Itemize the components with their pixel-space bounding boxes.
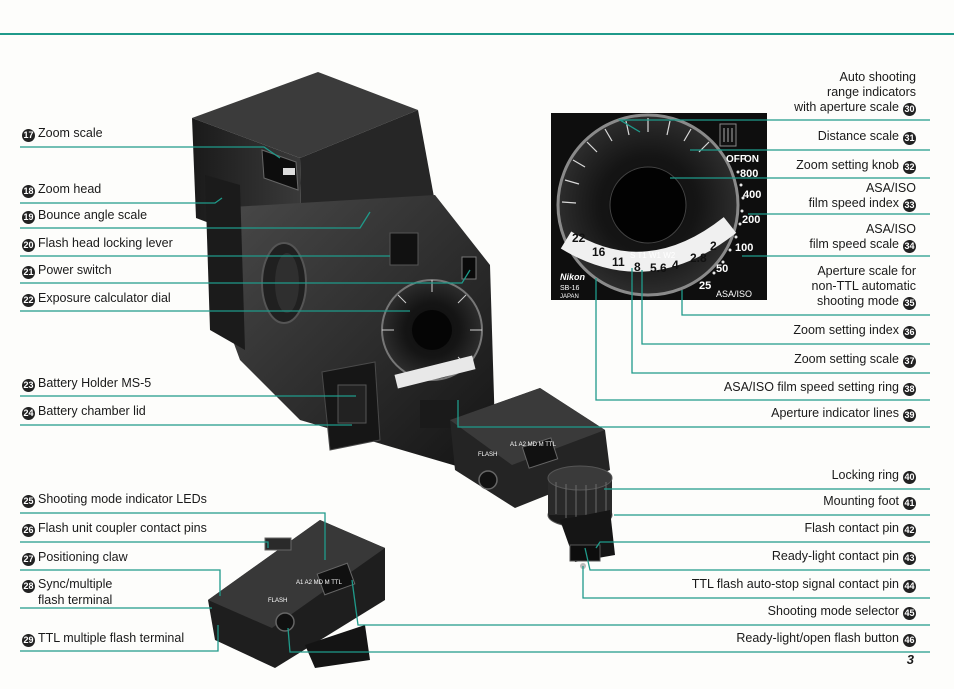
ring-2-8: 2.8 — [690, 251, 707, 265]
flash-unit-body — [192, 72, 495, 470]
ring-16: 16 — [592, 245, 606, 259]
dial-off-label: OFF — [726, 154, 746, 165]
ring-11: 11 — [612, 255, 625, 269]
asa-200: 200 — [742, 214, 760, 226]
mode-marks-bottom: A1 A2 MD M TTL — [296, 580, 343, 586]
asa-400: 400 — [743, 189, 761, 201]
mounting-unit — [450, 388, 615, 569]
ring-2: 2 — [710, 239, 717, 253]
model-label: SB-16 — [560, 285, 580, 292]
right-leader-lines — [287, 119, 930, 653]
left-leader-lines — [20, 146, 471, 652]
exposure-dial-detail — [551, 113, 767, 300]
flash-mark-bottom: FLASH — [268, 598, 287, 604]
asa-50: 50 — [716, 263, 728, 275]
brand-label: Nikon — [560, 272, 586, 282]
battery-holder-unit — [208, 520, 385, 668]
ring-5-6: 5.6 — [650, 261, 667, 275]
asa-caption: ASA/ISO — [716, 289, 752, 299]
dial-text: OFF ON 800 400 200 100 50 25 ASA/ISO 22 … — [268, 154, 761, 604]
header-rule — [0, 33, 954, 35]
dial-on-label: ON — [744, 154, 759, 165]
asa-25: 25 — [699, 280, 711, 292]
ring-8: 8 — [634, 260, 641, 274]
country-label: JAPAN — [560, 294, 579, 300]
asa-800: 800 — [740, 168, 758, 180]
ring-4: 4 — [672, 258, 679, 272]
ring-22: 22 — [572, 231, 586, 245]
asa-100: 100 — [735, 242, 753, 254]
zoom-marks: S T1 W1 W2 — [630, 251, 676, 260]
mode-marks-mid: A1 A2 MD M TTL — [510, 442, 557, 448]
flash-mark-mid: FLASH — [478, 452, 497, 458]
page-number: 3 — [906, 652, 914, 667]
